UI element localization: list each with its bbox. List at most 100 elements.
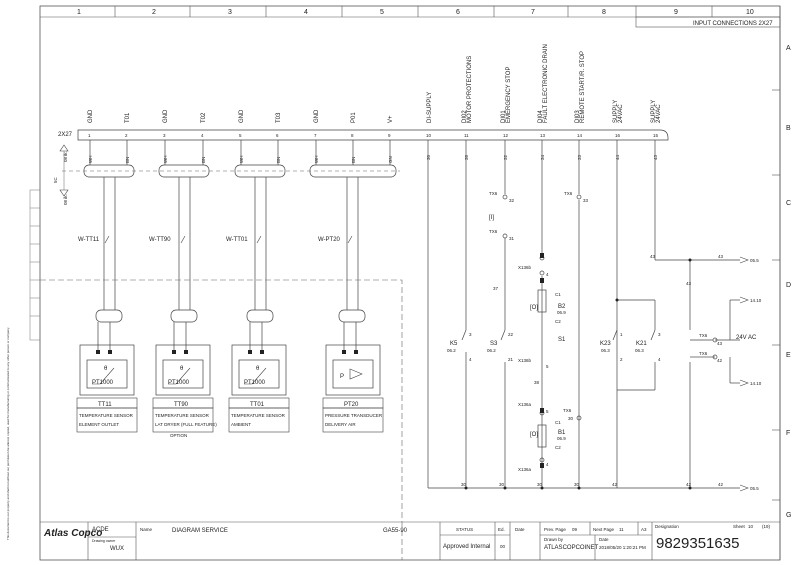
k23-label: K23 <box>600 341 611 347</box>
prev-label: Prev. Page <box>544 527 566 532</box>
connector-label: GND <box>239 109 245 123</box>
core-color-label: WH <box>314 156 319 164</box>
ed-label: Ed. <box>498 527 505 532</box>
model: GA55-90 <box>383 528 408 534</box>
wire-30: 30 <box>499 482 505 487</box>
b2-label: B2 <box>558 304 566 310</box>
column-label: 6 <box>456 9 460 16</box>
ground-icon <box>59 144 69 152</box>
connector-label: 24VAC <box>618 104 624 123</box>
theta-symbol: θ <box>256 366 260 372</box>
sensor-desc: TEMPERATURE SENSOR <box>79 413 134 418</box>
field-boundary <box>40 279 403 560</box>
drawing-owner-label: Drawing owner <box>92 539 116 543</box>
b2-ref: 06.9 <box>557 310 566 315</box>
o-label: [O] <box>530 305 538 311</box>
cable-w-tt90: W-TT90 <box>149 237 171 243</box>
row-label: C <box>786 200 791 207</box>
supply-label: 24V AC <box>736 335 757 341</box>
wire-38: 38 <box>534 380 540 385</box>
atlas-copco-logo: Atlas Copco <box>43 528 102 539</box>
column-label: 3 <box>228 9 232 16</box>
wire-42: 42 <box>718 482 724 487</box>
column-label: 9 <box>674 9 678 16</box>
shield-label-3: 5C <box>53 176 58 183</box>
company-2: WUX <box>110 546 124 552</box>
sensor-desc: ELEMENT OUTLET <box>79 422 119 427</box>
sensor-desc: TEMPERATURE SENSOR <box>231 413 286 418</box>
pin-number: 15 <box>653 133 659 138</box>
term-pin: 21 <box>508 357 514 362</box>
b1-c2: C2 <box>555 445 561 450</box>
wire-number: 30 <box>426 154 431 160</box>
date2-value: 2018/05/20 1:20:21 PM <box>599 545 646 550</box>
b1-c1: C1 <box>555 420 561 425</box>
pin-number: 3 <box>163 133 166 138</box>
wire-number: 38 <box>464 154 469 160</box>
connector-label: V+ <box>388 115 394 123</box>
sheet-label: Sheet <box>733 524 746 529</box>
tx6-label: TX6 <box>699 333 708 338</box>
pin-number: 10 <box>426 133 432 138</box>
connector-label: GND <box>314 109 320 123</box>
connector-label: T01 <box>125 112 131 123</box>
sheet-total: (19) <box>762 524 771 529</box>
element-label: PT1000 <box>92 380 114 386</box>
term-pin: 3 <box>469 332 472 337</box>
k21-label: K21 <box>636 341 647 347</box>
ref-label: 14.10 <box>750 381 762 386</box>
x136-label: X136a <box>518 467 532 472</box>
core-color-label: WH <box>88 156 93 164</box>
wire-43: 43 <box>718 254 724 259</box>
term-pin: 4 <box>658 357 661 362</box>
k21-ref: 06.3 <box>635 348 644 353</box>
tx6-pin: 33 <box>583 198 589 203</box>
status-value: Approved Internal <box>443 544 490 550</box>
column-label: 8 <box>602 9 606 16</box>
row-label: B <box>786 125 791 132</box>
connector-label: DI04 <box>538 110 544 123</box>
wire-30: 30 <box>537 482 543 487</box>
wire-number: 34 <box>540 154 545 160</box>
theta-symbol: θ <box>104 366 108 372</box>
x136-pin: 5 <box>546 409 549 414</box>
connector-label: FAULT ELECTRONIC DRAIN <box>543 44 549 123</box>
name-label: Name <box>140 527 153 532</box>
wire-number: 32 <box>503 154 508 160</box>
prev-value: 09 <box>572 527 578 532</box>
element-label: PT1000 <box>168 380 190 386</box>
x136-label: X136b <box>518 265 532 270</box>
pin-number: 5 <box>239 133 242 138</box>
sensor-desc: DELIVERY AIR <box>325 422 356 427</box>
connector-label: EMERGENCY STOP <box>506 67 512 123</box>
shield-label-1: 08 ik. <box>63 151 68 162</box>
pin-number: 9 <box>388 133 391 138</box>
connector-label: DI01 <box>501 110 507 123</box>
copyright-notice: This document is our property and shall … <box>6 327 10 540</box>
page-heading: INPUT CONNECTIONS 2X27 <box>693 21 773 27</box>
b2-c1: C1 <box>555 292 561 297</box>
term-pin: 2 <box>620 357 623 362</box>
connector-label: T03 <box>276 112 282 123</box>
core-color-label: BN <box>276 157 281 163</box>
drawing-name: DIAGRAM SERVICE <box>172 528 228 534</box>
x136-pin: 4 <box>546 462 549 467</box>
connector-name: 2X27 <box>58 132 73 138</box>
outer-frame <box>39 5 781 561</box>
pin-number: 1 <box>88 133 91 138</box>
cable-w-tt01: W-TT01 <box>226 237 248 243</box>
wire-43: 43 <box>650 254 656 259</box>
sensor-desc: OPTION <box>170 433 187 438</box>
connector-label: SUPPLY <box>613 100 619 123</box>
row-label: G <box>786 512 791 519</box>
connector-label: MOTOR PROTECTIONS <box>467 56 473 123</box>
x136-pin: 4 <box>546 272 549 277</box>
core-color-label: GN <box>388 156 393 163</box>
o-label: [O] <box>530 432 538 438</box>
k23-ref: 06.3 <box>601 348 610 353</box>
pin-number: 16 <box>615 133 621 138</box>
column-label: 7 <box>531 9 535 16</box>
